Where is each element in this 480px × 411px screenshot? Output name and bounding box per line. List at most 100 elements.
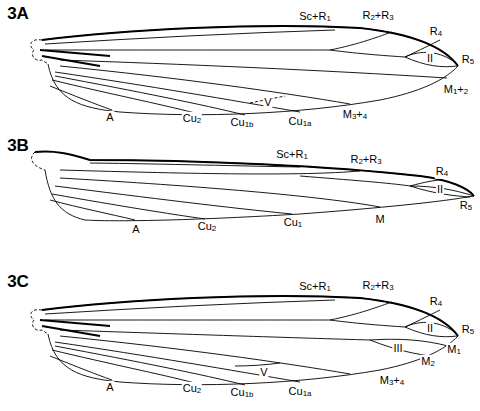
vein [405,52,457,64]
subscript-text: 1 [298,220,302,229]
label-text: Cu [289,115,303,127]
label-text: V [264,96,271,108]
vein-label: M1+2 [443,83,469,97]
forewing-a [31,26,458,115]
vein-label: R5 [461,323,475,337]
subscript-text: 3 [389,13,393,22]
costal-margin [42,26,458,66]
vein [55,346,245,385]
label-text: III [393,342,402,354]
label-text: R [362,279,370,291]
subscript-text: 2 [464,87,468,96]
subscript-text: 2 [197,116,201,125]
label-text: M [380,374,389,386]
vein [45,30,335,44]
label-text: + [393,374,399,386]
subscript-text: 1a [303,389,312,398]
label-text: Cu [231,116,245,128]
vein-label: M [374,213,385,225]
label-text: M [375,213,384,225]
label-text: R [350,153,358,165]
vein-label: V [259,366,268,378]
label-text: V [260,366,267,378]
subscript-text: 1 [326,284,330,293]
subscript-text: 2 [370,13,374,22]
subscript-text: 1 [326,14,330,23]
label-text: M [444,83,453,95]
vein [50,356,112,380]
vein-label: Cu1b [230,116,255,130]
label-text: R [462,323,470,335]
label-text: A [132,223,139,235]
vein-label: M1 [446,343,462,357]
vein-label: V [263,96,272,108]
vein-label: R4 [429,25,443,39]
vein [45,302,392,320]
vein-label: Sc+R1 [298,280,332,294]
label-text: 3B [7,136,29,155]
label-text: A [106,111,113,123]
vein [330,50,405,57]
vein-label: Cu1a [288,385,313,399]
wing-base [31,310,48,334]
label-text: +R [375,279,389,291]
subscript-text: 2 [430,359,434,368]
vein [52,350,195,383]
subscript-text: 4 [444,169,448,178]
label-text: II [437,183,443,195]
vein [405,322,457,334]
vein-label: II [426,322,434,334]
label-text: R [430,295,438,307]
subscript-text: 5 [468,203,472,212]
wing-outline [45,160,474,221]
vein [50,200,135,220]
subscript-text: 1b [245,120,254,129]
subscript-text: 5 [470,57,474,66]
vein [330,320,405,327]
subscript-text: 3 [377,157,381,166]
vein-label: Cu2 [182,112,202,126]
subscript-text: 2 [212,224,216,233]
vein-label: Cu1b [230,386,255,400]
vein-label: II [436,183,444,195]
label-text: M [343,108,352,120]
label-text: Cu [198,220,212,232]
label-text: Cu [284,216,298,228]
subscript-text: 1 [456,347,460,356]
label-text: +R [363,153,377,165]
vein-label: III [392,342,403,354]
subscript-text: 1a [303,119,312,128]
label-text: R [430,25,438,37]
vein [235,363,280,366]
wing-outline [42,26,458,115]
basal-vein [40,320,110,326]
vein-label: Cu1a [288,115,313,129]
vein-label: R2+R3 [361,279,394,293]
label-text: R [436,165,444,177]
label-text: Cu [183,382,197,394]
vein-label: Sc+R1 [275,148,309,162]
subscript-text: 2 [197,386,201,395]
forewing-c [31,296,458,385]
subscript-text: 1b [245,390,254,399]
vein-label: II [426,52,434,64]
subscript-text: 5 [470,327,474,336]
label-text: Sc+R [299,280,326,292]
forewing-b [32,151,474,220]
subscript-text: 3 [352,112,356,121]
label-text: + [356,108,362,120]
wing-outline [42,296,458,385]
vein [300,176,410,186]
label-text: + [457,83,463,95]
vein-label: Sc+R1 [298,10,332,24]
label-text: M [421,355,430,367]
wing-base [31,40,48,64]
label-text: II [427,322,433,334]
subscript-text: 4 [438,299,442,308]
label-text: Sc+R [276,148,303,160]
subscript-text: 2 [370,283,374,292]
vein [60,60,447,78]
vein-label: A [105,111,114,123]
subscript-text: 4 [438,29,442,38]
vein [55,76,245,115]
